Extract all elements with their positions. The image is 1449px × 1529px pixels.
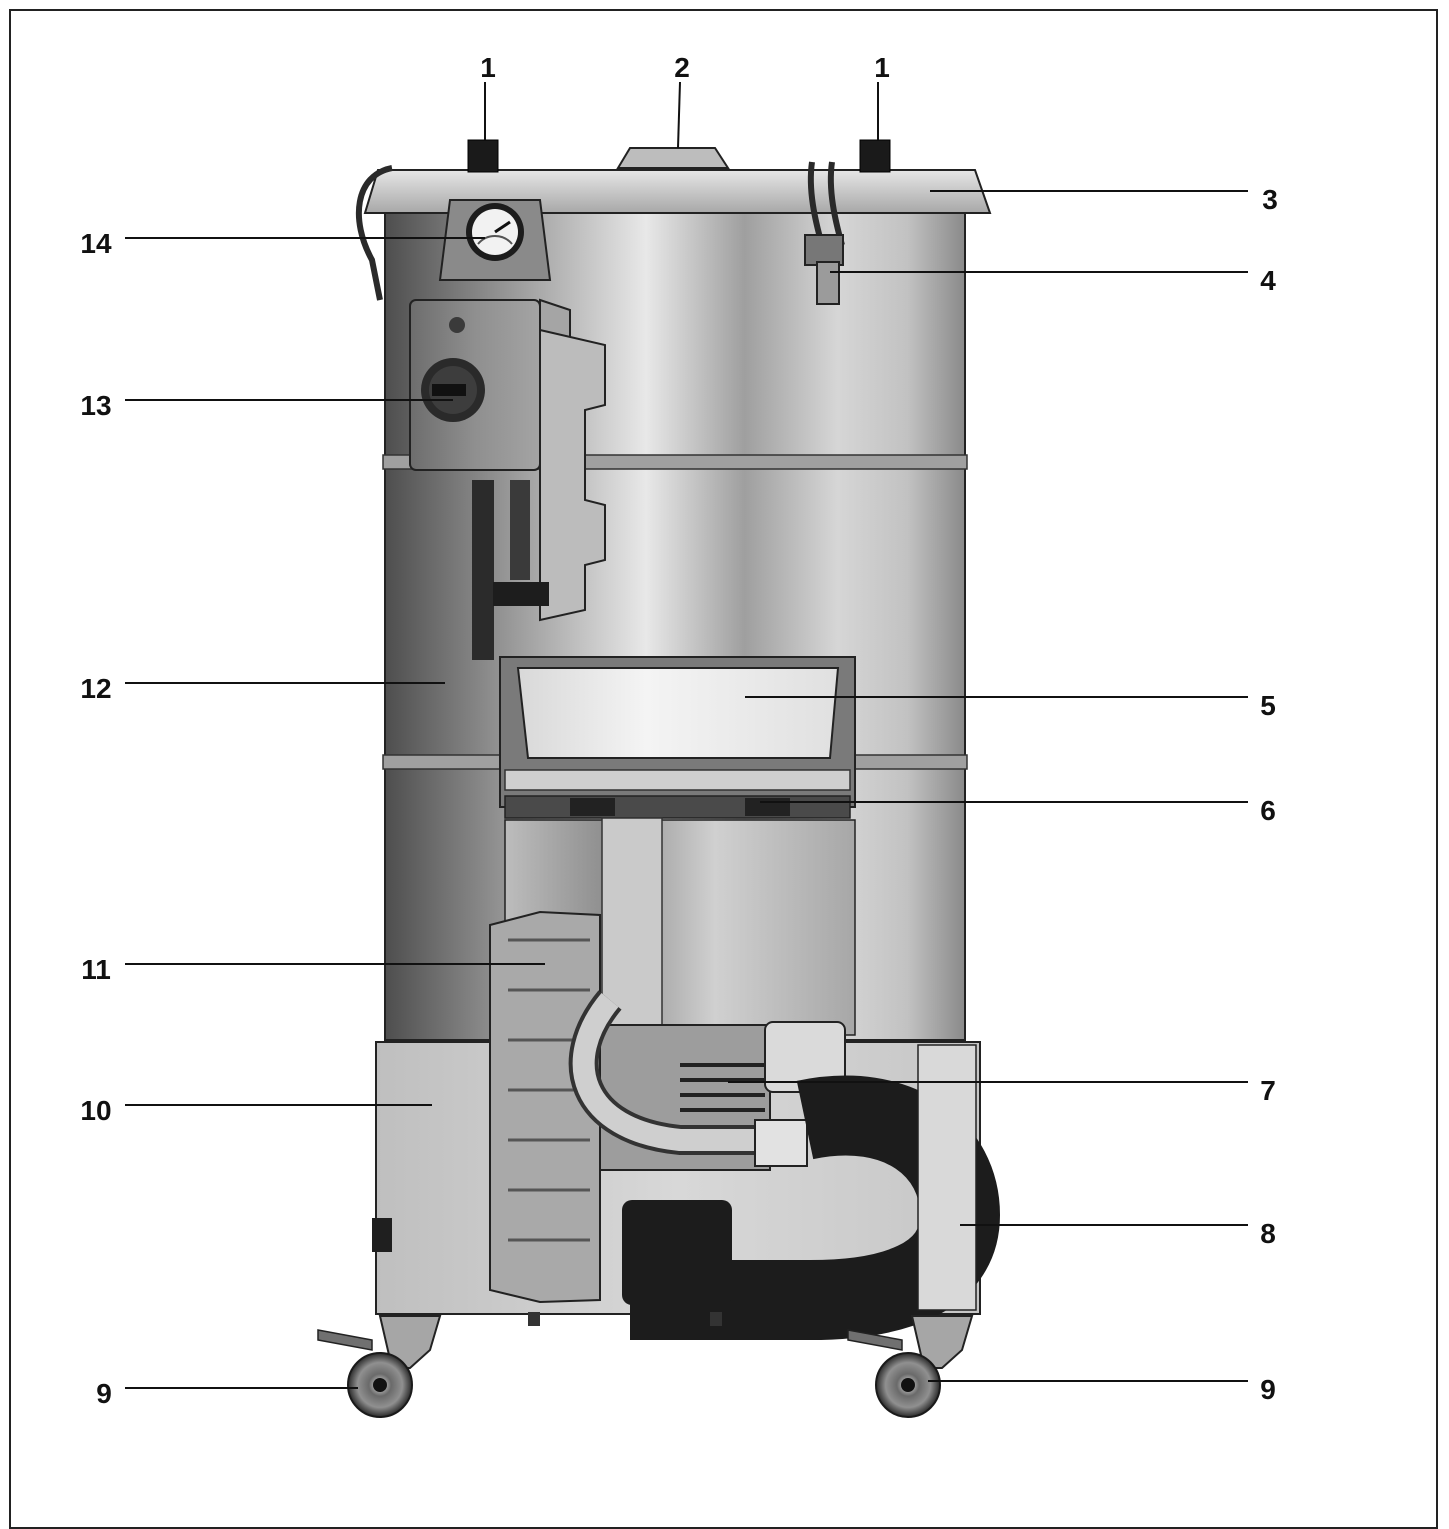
filter-tray [504,769,851,791]
filter-support-block-right [745,798,790,816]
control-box-indicator [449,317,465,333]
lid-handle-left [355,165,393,301]
exhaust-muffler [622,1200,732,1305]
callout-10: 10 [80,1095,112,1126]
lid-clamp-tab [816,261,840,305]
control-fitting [493,582,549,606]
callout-5: 5 [1260,690,1276,721]
callout-12: 12 [80,673,112,704]
callout-1-left: 1 [480,52,496,83]
lid-inlet [616,147,730,169]
base-foot-right [710,1312,722,1326]
caster-wheel-icon [317,1315,442,1418]
callout-4: 4 [1260,265,1276,296]
control-hose-right [510,480,530,580]
callout-9-right: 9 [1260,1374,1276,1405]
rotary-switch-icon [421,358,485,422]
base-side-latch [372,1218,392,1252]
intake-tube-inner [572,992,760,1151]
callout-3: 3 [1262,184,1278,215]
lid-clamp [804,234,844,266]
base-right-panel [917,1044,977,1311]
filter-support-block-left [570,798,615,816]
suction-pipe [601,817,663,1034]
filter-support [504,795,851,819]
motor-blower [489,910,601,1304]
lid-knob-right [859,139,891,173]
intake-coupling [754,1119,808,1167]
control-hose-left [472,480,494,660]
callout-2: 2 [674,52,690,83]
callout-8: 8 [1260,1218,1276,1249]
base-foot-left [528,1312,540,1326]
mounting-bracket [539,328,606,622]
callout-7: 7 [1260,1075,1276,1106]
callout-14: 14 [80,228,112,259]
motor-blower-fins [508,938,590,1242]
motor-fins [680,1063,765,1112]
callout-9-left: 9 [96,1378,112,1409]
callout-6: 6 [1260,795,1276,826]
callout-11: 11 [81,954,111,985]
callout-13: 13 [80,390,112,421]
caster-wheel-icon [847,1315,974,1418]
pressure-gauge-icon [466,203,524,261]
callout-1-right: 1 [874,52,890,83]
leader-2 [677,81,681,149]
lid-knob-left [467,139,499,173]
leader-lines [125,81,1248,1389]
filter [516,667,840,759]
